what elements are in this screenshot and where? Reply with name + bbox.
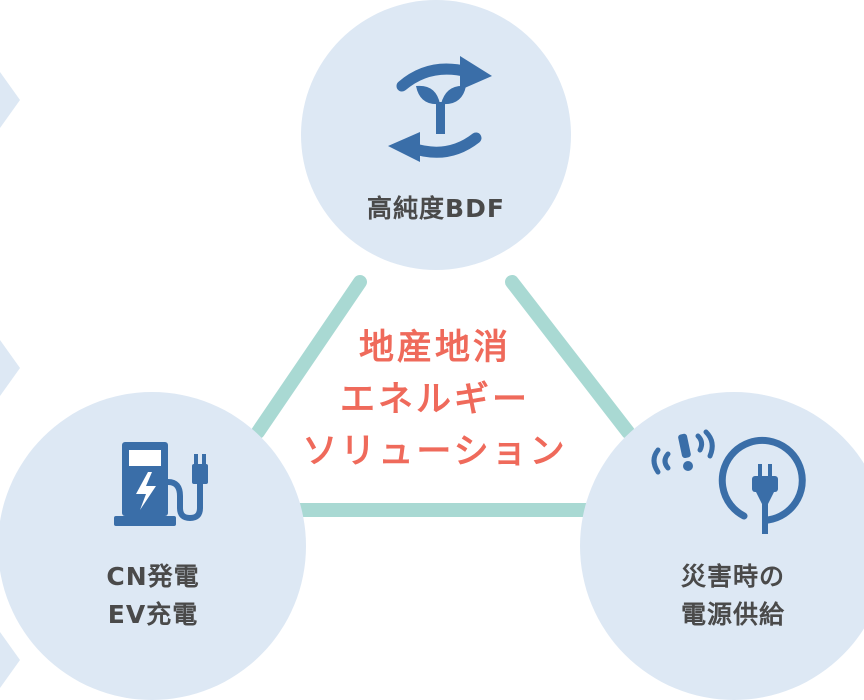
center-line1: 地産地消 (358, 328, 511, 368)
emergency-power-plug-icon (651, 429, 806, 534)
node-disaster-power-line2: 電源供給 (680, 600, 785, 629)
recycle-sprout-icon (388, 56, 492, 162)
ev-charger-icon (114, 442, 208, 526)
node-disaster-power-label: 災害時の 電源供給 (580, 558, 864, 634)
center-line2: エネルギー (339, 380, 530, 420)
node-cn-ev-line2: EV充電 (107, 600, 199, 629)
node-disaster-power (580, 392, 864, 700)
left-edge-arrow-2 (0, 340, 20, 396)
node-bdf-label: 高純度BDF (367, 194, 505, 223)
left-edge-arrow-1 (0, 72, 20, 128)
triangle-connector (251, 275, 635, 517)
node-cn-ev-label: CN発電 EV充電 (0, 558, 306, 634)
node-disaster-power-line1: 災害時の (680, 562, 785, 591)
center-title: 地産地消 エネルギー ソリューション (290, 322, 580, 478)
node-cn-ev-line1: CN発電 (106, 562, 200, 591)
node-bdf (301, 0, 571, 270)
center-line3: ソリューション (302, 432, 568, 472)
left-edge-arrow-3 (0, 632, 20, 688)
